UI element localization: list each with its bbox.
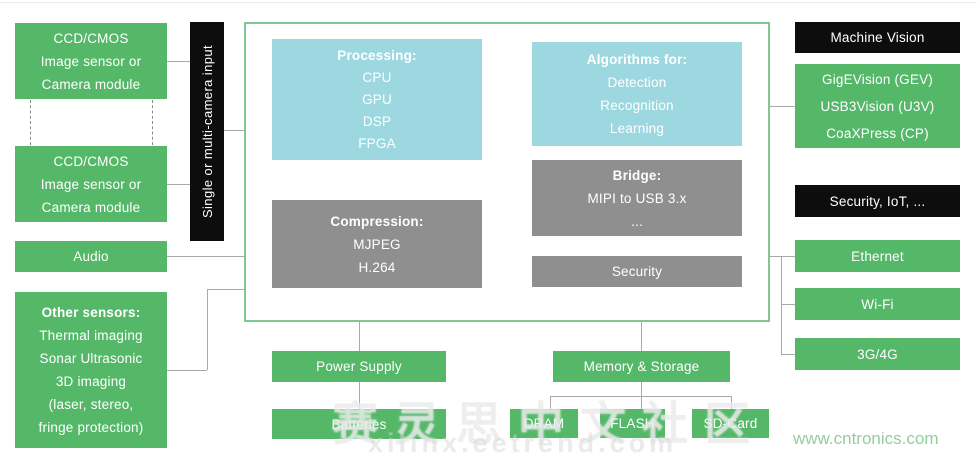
- block-line: Image sensor or: [40, 53, 142, 69]
- block-line: Camera module: [41, 76, 141, 92]
- connector-bar-to-frame: [224, 130, 244, 131]
- block-3g-4g: 3G/4G: [795, 338, 960, 370]
- block-wifi: Wi-Fi: [795, 288, 960, 320]
- header-label: Machine Vision: [830, 30, 925, 45]
- connector-memory-to-flash: [641, 382, 642, 409]
- repeat-dashed-line-right: [152, 100, 153, 145]
- block-line: Recognition: [600, 98, 674, 113]
- block-line: (laser, stereo,: [48, 397, 134, 412]
- block-line: Detection: [607, 75, 667, 90]
- block-title: Other sensors:: [41, 305, 141, 320]
- block-line: Camera module: [41, 199, 141, 215]
- block-line: H.264: [358, 259, 396, 275]
- block-title: Compression:: [330, 213, 424, 229]
- block-label: Power Supply: [316, 359, 402, 374]
- block-label: FLASH: [610, 416, 655, 431]
- block-label: Memory & Storage: [583, 359, 700, 374]
- block-sd-card: SD-Card: [692, 409, 769, 438]
- connector-audio-to-frame: [167, 256, 244, 257]
- block-security: Security: [532, 256, 742, 287]
- block-flash: FLASH: [600, 409, 665, 438]
- repeat-dashed-line-left: [30, 100, 31, 145]
- block-vision-protocols: GigEVision (GEV) USB3Vision (U3V) CoaXPr…: [795, 64, 960, 148]
- connector-camera-top-to-bar: [167, 61, 190, 62]
- block-bridge: Bridge: MIPI to USB 3.x ...: [532, 160, 742, 236]
- block-title: Processing:: [337, 47, 417, 63]
- block-line: Learning: [609, 121, 665, 136]
- block-label: DRAM: [523, 416, 565, 431]
- block-label: Batteries: [331, 416, 387, 432]
- block-compression: Compression: MJPEG H.264: [272, 200, 482, 288]
- block-line: GPU: [362, 91, 392, 107]
- block-other-sensors: Other sensors: Thermal imaging Sonar Ult…: [15, 292, 167, 448]
- block-line: MJPEG: [353, 236, 401, 252]
- block-label: Audio: [73, 249, 109, 264]
- block-line: Thermal imaging: [39, 328, 143, 343]
- connector-to-3g-4g: [781, 354, 795, 355]
- connector-camera-bottom-to-bar: [167, 184, 190, 185]
- block-memory-storage: Memory & Storage: [553, 351, 730, 382]
- header-label: Security, IoT, ...: [829, 193, 926, 209]
- watermark-xilinx-eetrend: xilinx.eetrend.com: [368, 428, 678, 453]
- block-audio: Audio: [15, 241, 167, 272]
- block-line: GigEVision (GEV): [822, 71, 933, 87]
- single-multi-camera-input-bar: Single or multi-camera input: [190, 22, 224, 241]
- block-label: Ethernet: [851, 248, 904, 264]
- block-title: Algorithms for:: [586, 52, 688, 67]
- watermark-chinese-text: 赛灵思中文社区: [332, 398, 766, 450]
- connector-other-sensors-h1: [167, 370, 207, 371]
- block-line: ...: [631, 213, 643, 229]
- block-camera-module-top: CCD/CMOS Image sensor or Camera module: [15, 23, 167, 99]
- block-power-supply: Power Supply: [272, 351, 446, 382]
- processor-frame: [244, 22, 770, 322]
- block-algorithms: Algorithms for: Detection Recognition Le…: [532, 42, 742, 146]
- block-line: Sonar Ultrasonic: [39, 351, 143, 366]
- block-line: 3D imaging: [55, 374, 127, 389]
- connector-memory-branch-h: [550, 396, 731, 397]
- block-camera-module-bottom: CCD/CMOS Image sensor or Camera module: [15, 146, 167, 222]
- block-line: MIPI to USB 3.x: [587, 190, 687, 206]
- top-hairline: [0, 2, 977, 3]
- connector-frame-to-ethernet: [770, 256, 795, 257]
- block-label: Wi-Fi: [861, 296, 894, 312]
- block-line: fringe protection): [38, 420, 144, 435]
- block-label: 3G/4G: [857, 346, 898, 362]
- connector-frame-to-protocols: [770, 106, 795, 107]
- connector-power-to-batteries: [359, 382, 360, 409]
- watermark-cntronics-url: www.cntronics.com: [793, 429, 939, 448]
- block-processing: Processing: CPU GPU DSP FPGA: [272, 39, 482, 160]
- connector-other-sensors-h2: [207, 289, 244, 290]
- block-line: DSP: [362, 113, 392, 129]
- block-line: USB3Vision (U3V): [820, 98, 935, 114]
- connector-branch-to-sdcard: [731, 396, 732, 409]
- connector-frame-to-power: [359, 322, 360, 351]
- header-security-iot: Security, IoT, ...: [795, 185, 960, 217]
- block-ethernet: Ethernet: [795, 240, 960, 272]
- block-line: CCD/CMOS: [53, 30, 129, 46]
- connector-other-sensors-v: [207, 289, 208, 370]
- block-label: Security: [611, 264, 663, 279]
- header-machine-vision: Machine Vision: [795, 22, 960, 53]
- connector-right-distribution-v: [781, 256, 782, 354]
- block-line: Image sensor or: [40, 176, 142, 192]
- block-title: Bridge:: [612, 167, 662, 183]
- block-line: CCD/CMOS: [53, 153, 129, 169]
- connector-frame-to-memory: [641, 322, 642, 351]
- block-line: CoaXPress (CP): [826, 125, 929, 141]
- block-line: FPGA: [358, 135, 396, 151]
- connector-branch-to-dram: [550, 396, 551, 409]
- block-dram: DRAM: [510, 409, 578, 438]
- block-line: CPU: [362, 69, 392, 85]
- block-batteries: Batteries: [272, 409, 446, 439]
- connector-to-wifi: [781, 304, 795, 305]
- block-label: SD-Card: [703, 416, 758, 431]
- bar-label: Single or multi-camera input: [199, 44, 215, 219]
